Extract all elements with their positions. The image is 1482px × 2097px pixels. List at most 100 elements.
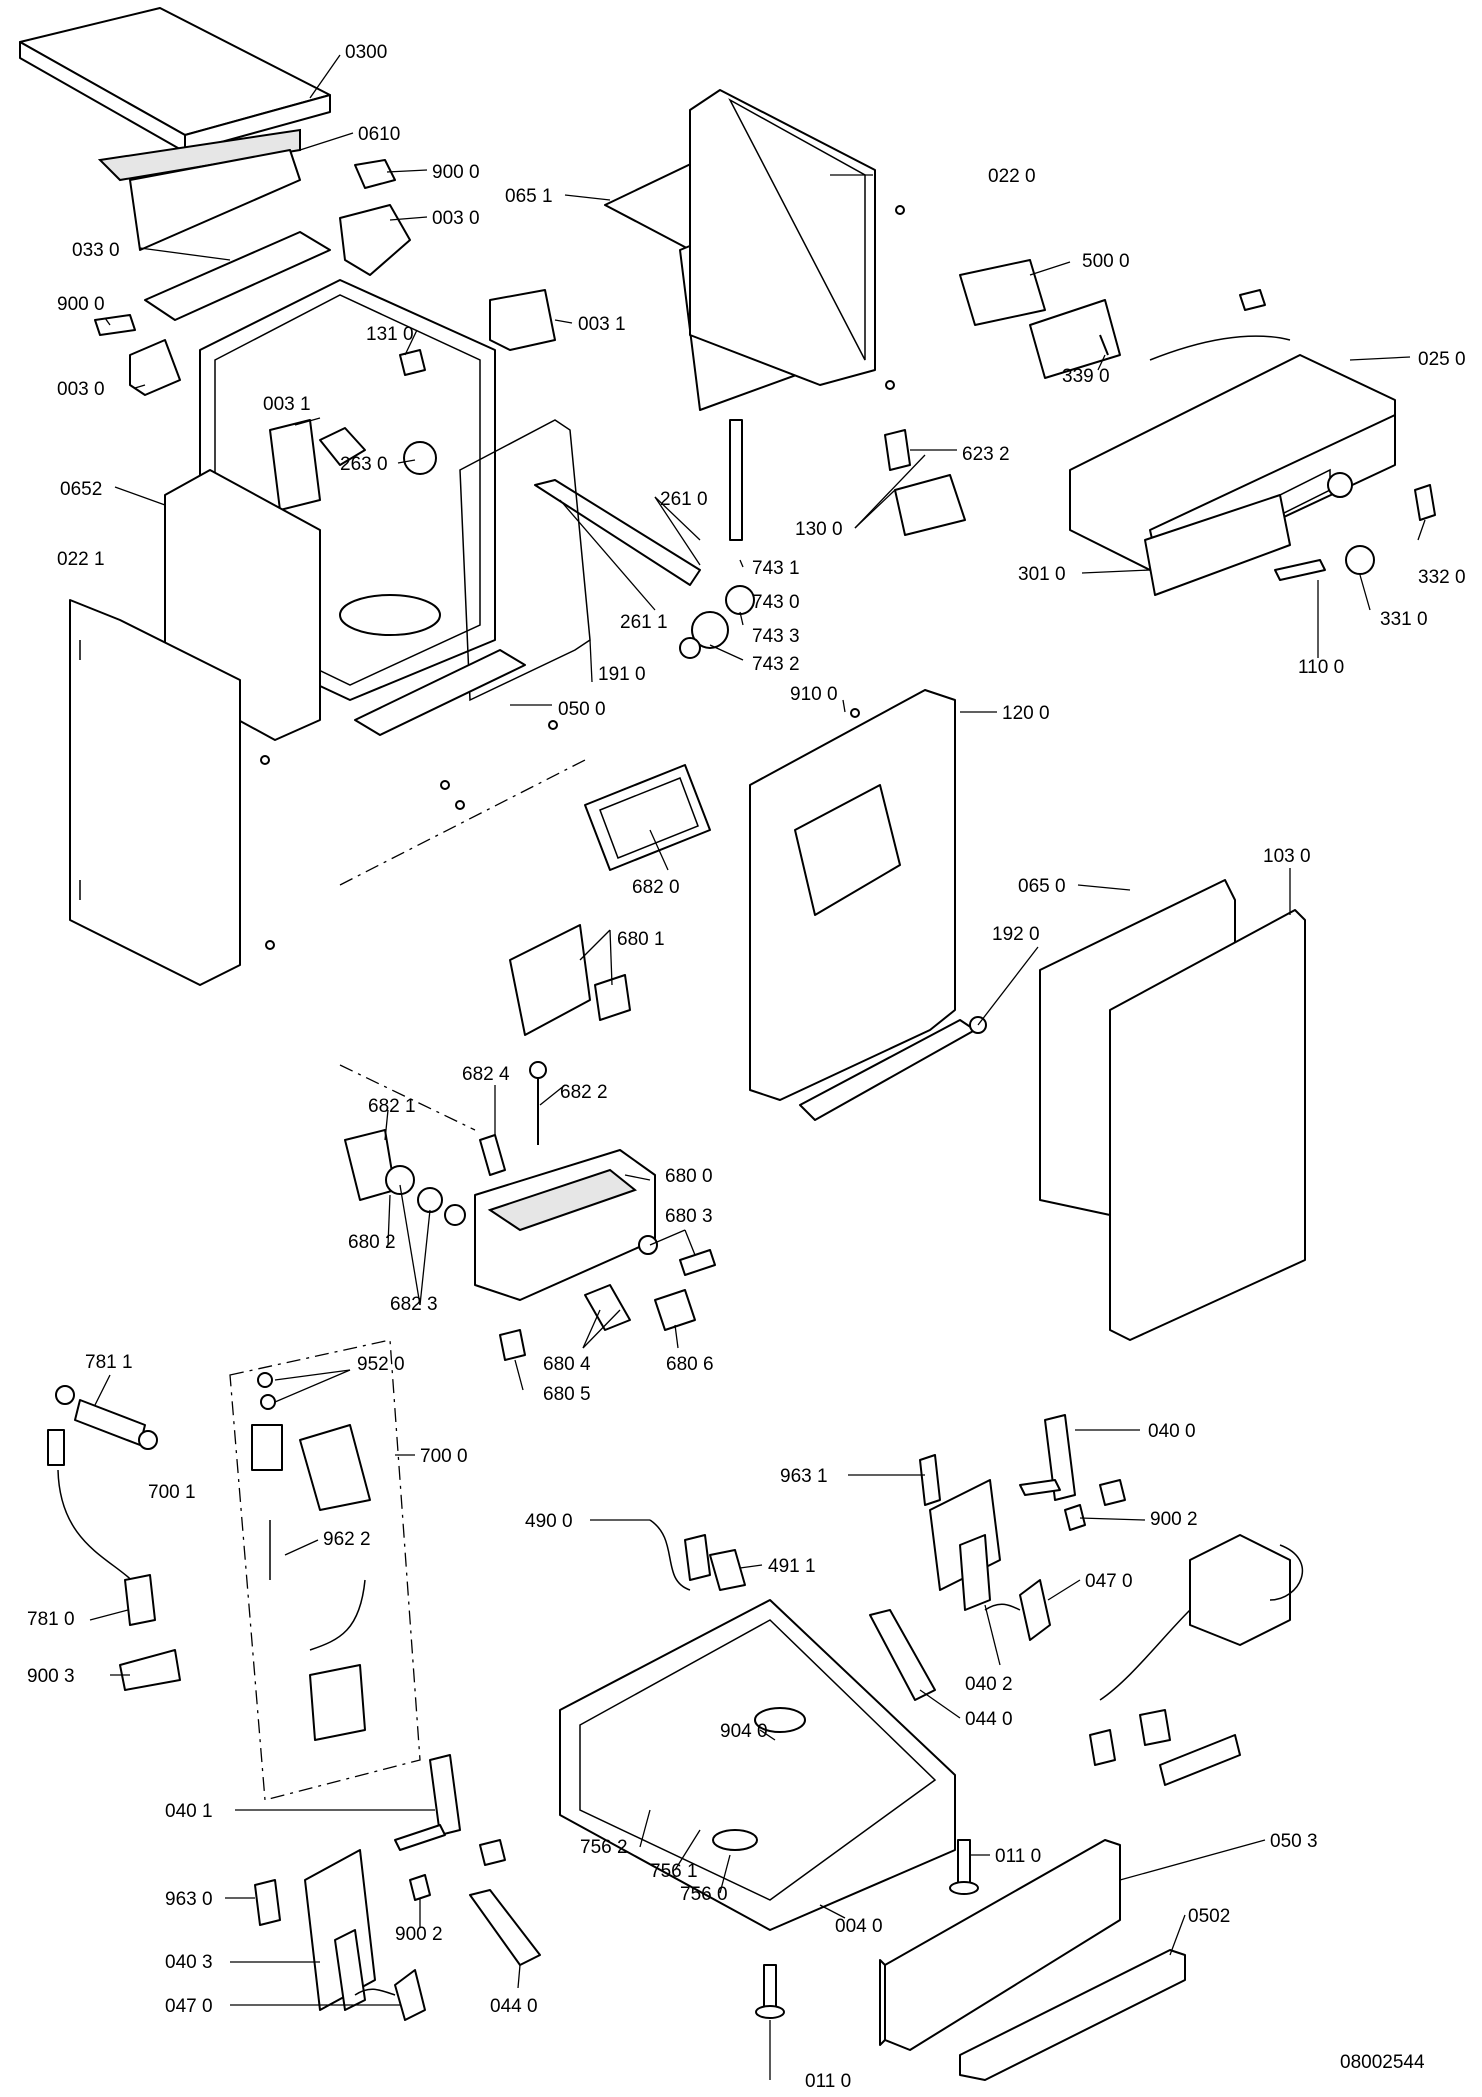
part-label: 0300: [345, 42, 387, 63]
part-label: 743 1: [752, 558, 800, 579]
part-spray-column: [679, 419, 755, 659]
part-label: 700 0: [420, 1446, 468, 1467]
part-strip-0440-left: [469, 1889, 541, 1966]
part-label: 022 0: [988, 166, 1036, 187]
part-bracket-0401: [394, 1754, 461, 1851]
part-0470-right: [984, 1579, 1051, 1641]
part-label: 192 0: [992, 924, 1040, 945]
part-foot-0110-lower: [755, 1964, 785, 2019]
part-label: 904 0: [720, 1721, 768, 1742]
part-label: 682 2: [560, 1082, 608, 1103]
part-label: 0502: [1188, 1906, 1230, 1927]
part-label: 962 2: [323, 1529, 371, 1550]
part-label: 261 0: [660, 489, 708, 510]
part-label: 682 4: [462, 1064, 510, 1085]
part-label: 003 0: [432, 208, 480, 229]
part-button-1100: [1274, 559, 1326, 581]
part-spring-6803: [638, 1235, 716, 1276]
part-9630-left: [254, 1879, 281, 1926]
part-4911: [709, 1549, 746, 1591]
part-6804: [584, 1284, 631, 1331]
part-label: 120 0: [1002, 703, 1050, 724]
part-bracket-9000-left: [94, 314, 136, 336]
part-label: 963 0: [165, 1889, 213, 1910]
part-label: 047 0: [165, 1996, 213, 2017]
part-3320: [1414, 484, 1436, 521]
part-label: 700 1: [148, 1482, 196, 1503]
part-label: 900 0: [432, 162, 480, 183]
part-label: 022 1: [57, 549, 105, 570]
part-label: 332 0: [1418, 567, 1466, 588]
part-label: 490 0: [525, 1511, 573, 1532]
part-label: 011 0: [995, 1846, 1041, 1867]
part-label: 680 2: [348, 1232, 396, 1253]
part-dispenser-6800: [474, 1149, 656, 1301]
part-outer-door-1030: [1109, 909, 1306, 1341]
part-screw-3390: [1099, 334, 1109, 356]
part-label: 011 0: [805, 2071, 851, 2092]
part-9002-right: [1064, 1479, 1126, 1531]
part-knob-3310: [1345, 545, 1375, 575]
part-label: 040 0: [1148, 1421, 1196, 1442]
part-bracket-0400: [1019, 1414, 1076, 1501]
part-plinth-0502: [959, 1949, 1186, 2081]
part-worktop: [19, 7, 331, 251]
part-label: 743 3: [752, 626, 800, 647]
part-clip-6824: [479, 1134, 506, 1176]
part-spray-arm-2610: [534, 479, 701, 586]
part-clip-0031-upper: [489, 289, 556, 351]
part-label: 050 0: [558, 699, 606, 720]
part-label: 680 3: [665, 1206, 713, 1227]
part-label: 004 0: [835, 1916, 883, 1937]
part-label: 900 0: [57, 294, 105, 315]
part-label: 743 2: [752, 654, 800, 675]
part-6805: [499, 1329, 526, 1361]
part-label: 910 0: [790, 684, 838, 705]
part-label: 756 0: [680, 1884, 728, 1905]
part-spring-7001: [47, 1429, 65, 1466]
part-control-module-5000: [959, 259, 1121, 379]
part-label: 050 3: [1270, 1831, 1318, 1852]
part-label: 0610: [358, 124, 400, 145]
part-label: 680 1: [617, 929, 665, 950]
drawing-number: 08002544: [1340, 2052, 1425, 2073]
part-fascia-3010: [1144, 494, 1291, 596]
part-label: 680 0: [665, 1166, 713, 1187]
part-label: 261 1: [620, 612, 668, 633]
part-label: 301 0: [1018, 564, 1066, 585]
part-label: 682 0: [632, 877, 680, 898]
part-label: 003 0: [57, 379, 105, 400]
part-strip-0440-right: [869, 1609, 936, 1701]
guide-line-base: [339, 759, 586, 886]
part-label: 682 3: [390, 1294, 438, 1315]
part-label: 900 2: [395, 1924, 443, 1945]
part-harness-0250: [1149, 289, 1291, 361]
part-label: 047 0: [1085, 1571, 1133, 1592]
part-label: 040 1: [165, 1801, 213, 1822]
part-clip-0031-inner: [269, 419, 321, 511]
part-valve-assembly-7000: [229, 1339, 421, 1801]
part-label: 491 1: [768, 1556, 816, 1577]
part-6806: [654, 1289, 696, 1331]
part-label: 0652: [60, 479, 102, 500]
part-label: 131 0: [366, 324, 414, 345]
part-label: 682 1: [368, 1096, 416, 1117]
part-label: 040 3: [165, 1952, 213, 1973]
part-label: 900 2: [1150, 1509, 1198, 1530]
part-label: 963 1: [780, 1466, 828, 1487]
part-label: 756 1: [650, 1861, 698, 1882]
part-label: 263 0: [340, 454, 388, 475]
part-labels: 0300 0610 900 0 003 0 065 1 022 0 033 0 …: [27, 42, 1466, 2092]
part-label: 781 1: [85, 1352, 133, 1373]
part-foot-0110-upper: [949, 1839, 979, 1895]
part-sensor-4900: [649, 1519, 711, 1591]
part-screws: [260, 205, 905, 950]
part-screw-6822: [529, 1061, 547, 1145]
part-0470-left: [354, 1969, 426, 2021]
part-ring-6822: [385, 1165, 466, 1226]
part-label: 331 0: [1380, 609, 1428, 630]
part-bracket-0402: [929, 1479, 1001, 1611]
part-label: 781 0: [27, 1609, 75, 1630]
part-strip-0330: [144, 231, 331, 321]
